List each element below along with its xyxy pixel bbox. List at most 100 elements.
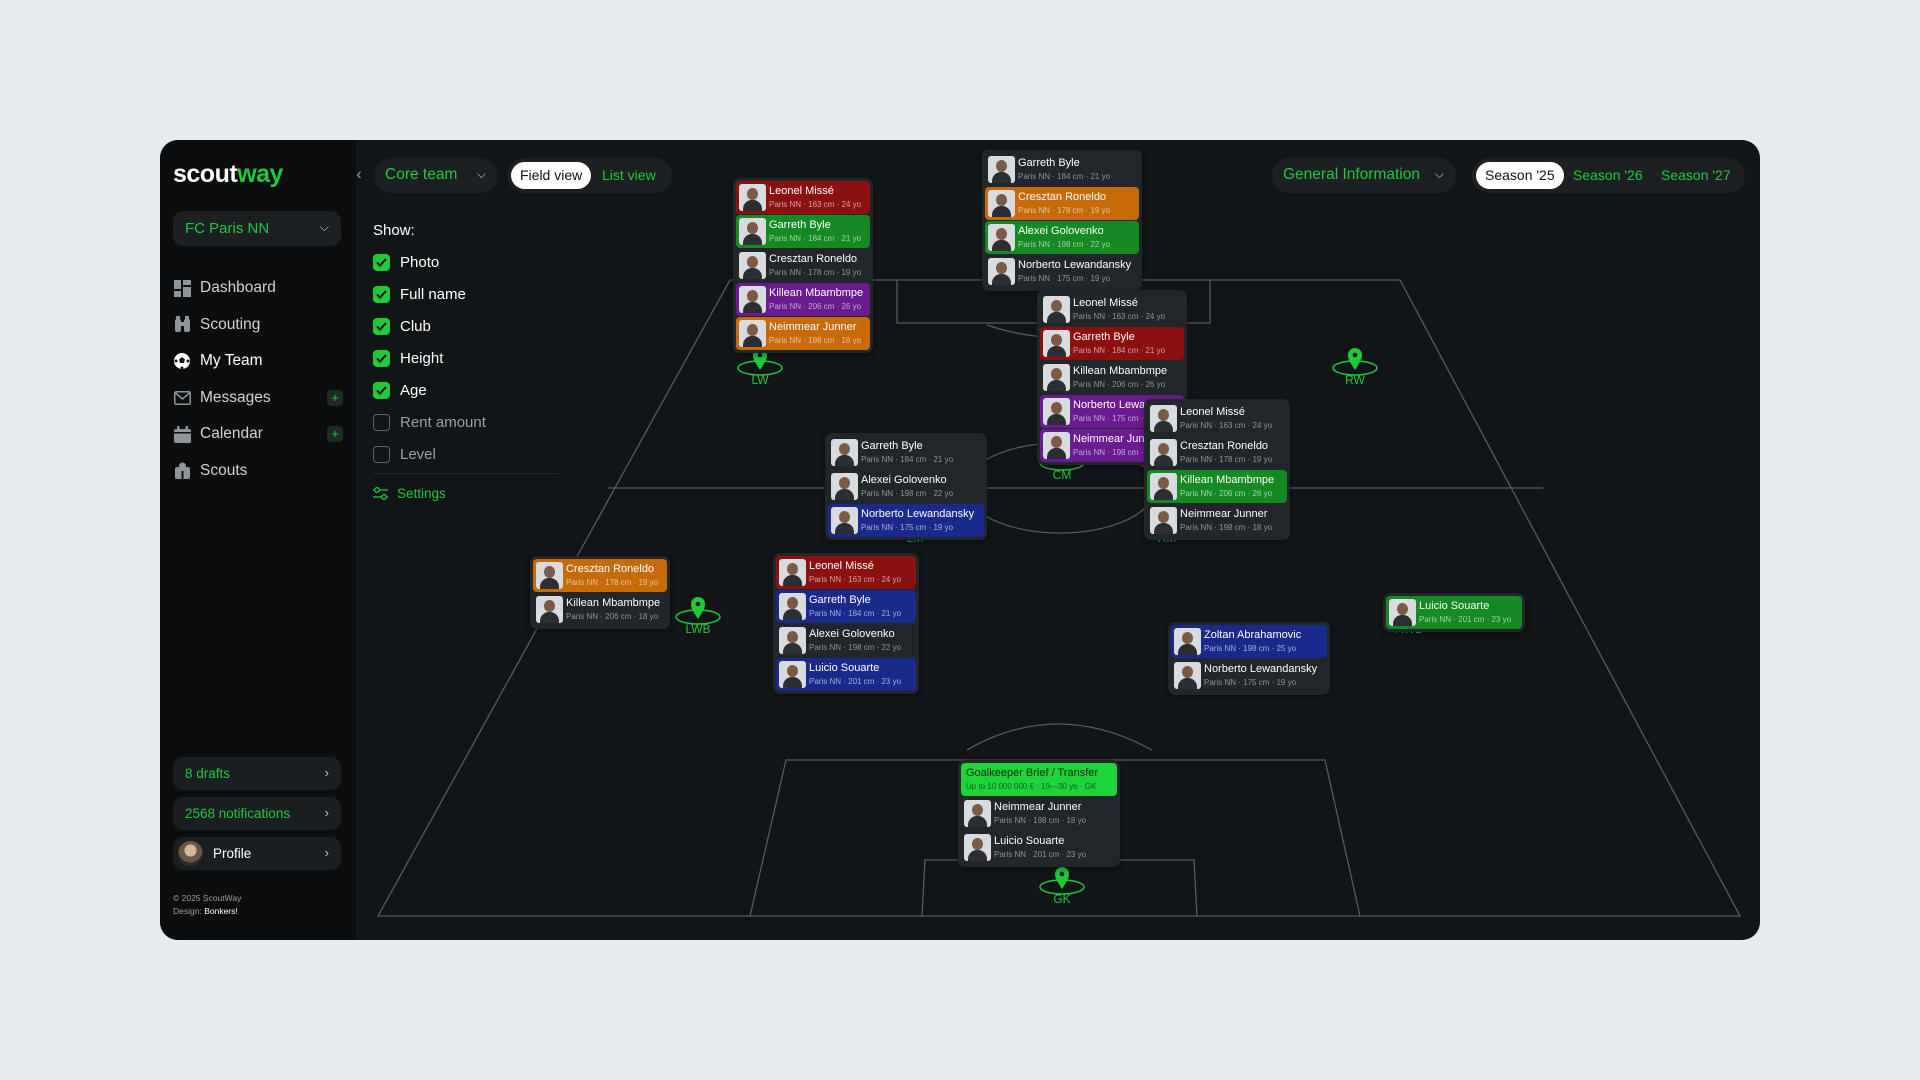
nav-item-scouting[interactable]: Scouting bbox=[173, 307, 343, 344]
add-message-button[interactable]: + bbox=[327, 389, 343, 406]
chevron-down-icon: ⌵ bbox=[319, 220, 329, 234]
player-photo bbox=[831, 473, 858, 500]
position-marker-lw[interactable]: LW bbox=[730, 346, 790, 387]
nav-item-messages[interactable]: Messages + bbox=[173, 380, 343, 417]
nav-item-scouts[interactable]: Scouts bbox=[173, 453, 343, 490]
player-name: Garreth Byle bbox=[769, 219, 831, 231]
option-club[interactable]: Club bbox=[373, 310, 486, 342]
drafts-button[interactable]: 8 drafts › bbox=[173, 757, 341, 790]
tab-season-25[interactable]: Season '25 bbox=[1476, 162, 1564, 189]
tab-season-27[interactable]: Season '27 bbox=[1661, 167, 1731, 183]
position-marker-lwb[interactable]: LWB bbox=[668, 595, 728, 636]
add-event-button[interactable]: + bbox=[327, 426, 343, 442]
player-name: Leonel Missé bbox=[1073, 297, 1138, 309]
notifications-button[interactable]: 2568 notifications › bbox=[173, 797, 341, 830]
option-level[interactable]: Level bbox=[373, 438, 486, 470]
option-rent-amount[interactable]: Rent amount bbox=[373, 406, 486, 438]
player-name: Alexei Golovenko bbox=[809, 628, 895, 640]
position-marker-rw[interactable]: RW bbox=[1325, 346, 1385, 387]
position-marker-gk[interactable]: GK bbox=[1032, 865, 1092, 906]
list-view-tab[interactable]: List view bbox=[602, 167, 656, 183]
info-select[interactable]: General Information ⌵ bbox=[1272, 158, 1456, 193]
position-label: GK bbox=[1053, 892, 1071, 906]
option-photo[interactable]: Photo bbox=[373, 246, 486, 278]
checkbox-checked-icon[interactable] bbox=[373, 285, 390, 303]
checkbox-checked-icon[interactable] bbox=[373, 317, 390, 335]
profile-button[interactable]: Profile › bbox=[173, 837, 341, 870]
checkbox-unchecked-icon[interactable] bbox=[373, 445, 390, 463]
player-photo bbox=[1150, 507, 1177, 534]
collapse-sidebar-icon[interactable]: ‹ bbox=[356, 166, 362, 183]
nav-item-calendar[interactable]: Calendar + bbox=[173, 416, 343, 453]
field-view-tab[interactable]: Field view bbox=[511, 162, 592, 189]
pin-icon bbox=[1332, 348, 1378, 376]
nav-label-scouts: Scouts bbox=[200, 461, 248, 479]
player-photo bbox=[1043, 398, 1070, 425]
player-name: Alexei Golovenko bbox=[861, 474, 947, 486]
design-brand-link[interactable]: Bonkers! bbox=[204, 906, 238, 916]
logo[interactable]: scoutway bbox=[173, 160, 283, 189]
nav-item-my-team[interactable]: My Team bbox=[173, 343, 343, 380]
chevron-right-icon: › bbox=[324, 805, 329, 820]
player-meta: Paris NN · 198 cm · 18 yo bbox=[1073, 448, 1166, 457]
option-height[interactable]: Height bbox=[373, 342, 486, 374]
settings-link[interactable]: Settings bbox=[373, 486, 446, 501]
option-age[interactable]: Age bbox=[373, 374, 486, 406]
settings-label: Settings bbox=[397, 486, 446, 501]
player-meta: Paris NN · 184 cm · 21 yo bbox=[769, 234, 862, 243]
tab-season-26[interactable]: Season '26 bbox=[1573, 167, 1643, 183]
checkbox-checked-icon[interactable] bbox=[373, 349, 390, 367]
checkbox-checked-icon[interactable] bbox=[373, 253, 390, 271]
option-full-name[interactable]: Full name bbox=[373, 278, 486, 310]
nav-label-dashboard: Dashboard bbox=[200, 279, 276, 297]
envelope-icon bbox=[173, 389, 191, 407]
sliders-icon bbox=[373, 487, 388, 500]
club-select[interactable]: FC Paris NN ⌵ bbox=[173, 211, 341, 246]
team-select[interactable]: Core team ⌵ bbox=[374, 158, 498, 193]
chevron-down-icon: ⌵ bbox=[1434, 167, 1444, 181]
checkbox-checked-icon[interactable] bbox=[373, 381, 390, 399]
position-label: LWB bbox=[685, 622, 711, 636]
logo-accent: way bbox=[237, 160, 283, 188]
player-name: Cresztan Roneldo bbox=[769, 253, 858, 265]
nav-item-dashboard[interactable]: Dashboard bbox=[173, 270, 343, 307]
view-toggle: Field view List view bbox=[507, 158, 672, 193]
player-meta: Paris NN · 206 cm · 26 yo bbox=[769, 302, 862, 311]
checkbox-unchecked-icon[interactable] bbox=[373, 413, 390, 431]
divider bbox=[373, 473, 558, 474]
player-photo bbox=[739, 184, 766, 211]
